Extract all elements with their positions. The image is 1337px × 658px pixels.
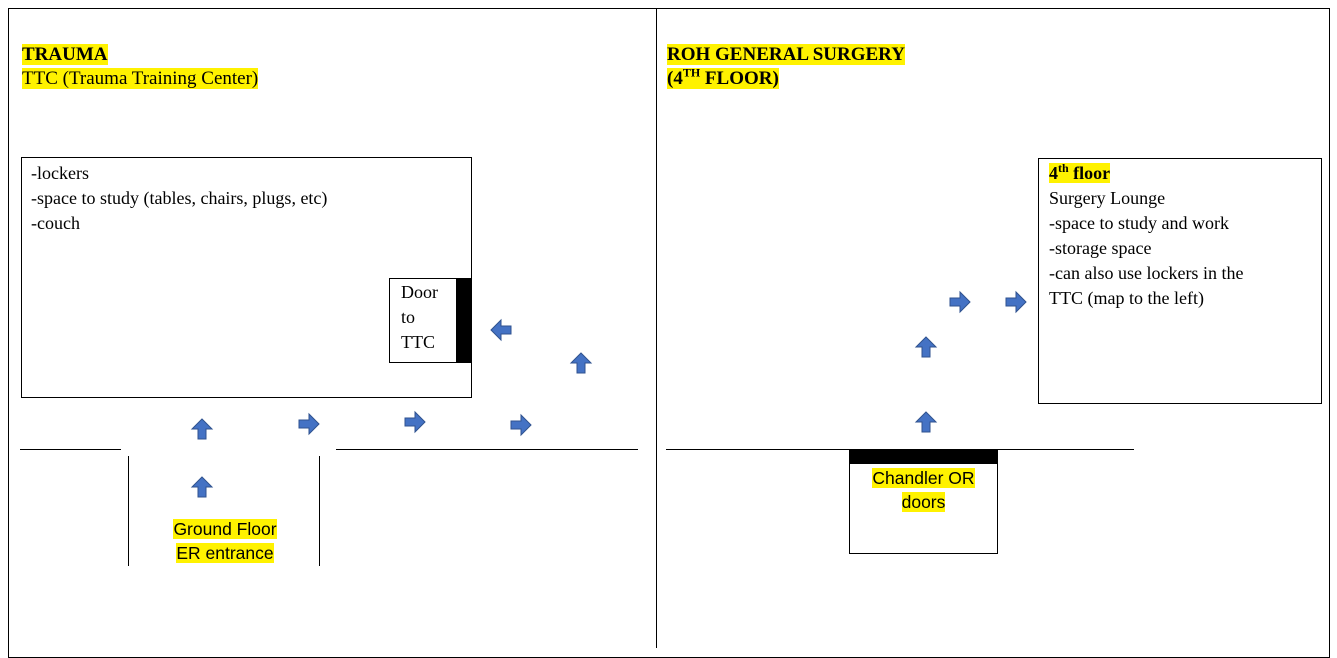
arrow-right-icon xyxy=(297,412,321,436)
door-label-line-3: TTC xyxy=(401,332,435,352)
room-item-study: -space to study (tables, chairs, plugs, … xyxy=(31,188,328,208)
lounge-heading-num: 4 xyxy=(1049,163,1058,183)
lounge-item-study: -space to study and work xyxy=(1049,213,1229,233)
arrow-up-icon xyxy=(569,351,593,375)
ttc-room-list: -lockers -space to study (tables, chairs… xyxy=(31,161,327,236)
arrow-up-icon xyxy=(914,410,938,434)
or-door-bar xyxy=(849,450,998,464)
surgery-lounge-list: 4th floor Surgery Lounge -space to study… xyxy=(1049,161,1243,311)
ttc-subtitle-text: TTC (Trauma Training Center) xyxy=(22,68,259,89)
entrance-label-line-1: Ground Floor xyxy=(173,519,277,539)
lounge-item-storage: -storage space xyxy=(1049,238,1152,258)
roh-title: ROH GENERAL SURGERY xyxy=(667,43,905,66)
entrance-wall-right xyxy=(319,456,320,566)
roh-title-line-1: ROH GENERAL SURGERY xyxy=(667,44,905,65)
arrow-right-icon xyxy=(1004,290,1028,314)
chandler-label-line-1: Chandler OR xyxy=(872,468,975,488)
entrance-label: Ground Floor ER entrance xyxy=(160,517,290,565)
arrow-right-icon xyxy=(403,410,427,434)
door-label: Door to TTC xyxy=(401,280,438,355)
arrow-up-icon xyxy=(190,475,214,499)
chandler-label-line-2: doors xyxy=(901,492,946,512)
ttc-subtitle: TTC (Trauma Training Center) xyxy=(22,67,259,90)
door-label-line-1: Door xyxy=(401,282,438,302)
entrance-wall-left xyxy=(128,456,129,566)
roh-floor: (4TH FLOOR) xyxy=(667,67,779,90)
lounge-heading-sup: th xyxy=(1058,161,1069,175)
trauma-title-text: TRAUMA xyxy=(22,44,108,65)
roh-floor-sup: TH xyxy=(682,65,701,80)
arrow-right-icon xyxy=(948,290,972,314)
arrow-up-icon xyxy=(190,417,214,441)
lounge-item-lockers-cont: TTC (map to the left) xyxy=(1049,288,1204,308)
lounge-heading-text: floor xyxy=(1068,163,1111,183)
door-label-line-2: to xyxy=(401,307,416,327)
room-item-couch: -couch xyxy=(31,213,80,233)
door-bar xyxy=(456,278,471,363)
lounge-item-lockers: -can also use lockers in the xyxy=(1049,263,1244,283)
roh-floor-prefix: (4 xyxy=(667,68,683,89)
arrow-right-icon xyxy=(509,413,533,437)
roh-floor-suffix: FLOOR) xyxy=(700,68,779,89)
lounge-heading: 4th floor xyxy=(1049,161,1243,186)
roh-title-line-2: (4TH FLOOR) xyxy=(667,65,779,89)
surgery-lounge-box: 4th floor Surgery Lounge -space to study… xyxy=(1038,158,1322,404)
room-item-lockers: -lockers xyxy=(31,163,89,183)
trauma-title: TRAUMA xyxy=(22,43,108,66)
corridor-wall-left xyxy=(20,449,121,450)
arrow-left-icon xyxy=(489,318,513,342)
panel-divider xyxy=(656,8,657,648)
lounge-item-name: Surgery Lounge xyxy=(1049,188,1166,208)
entrance-label-line-2: ER entrance xyxy=(176,543,274,563)
arrow-up-icon xyxy=(914,335,938,359)
chandler-label: Chandler OR doors xyxy=(849,466,998,514)
corridor-wall-right-panel xyxy=(666,449,1134,450)
corridor-wall-right xyxy=(336,449,638,450)
